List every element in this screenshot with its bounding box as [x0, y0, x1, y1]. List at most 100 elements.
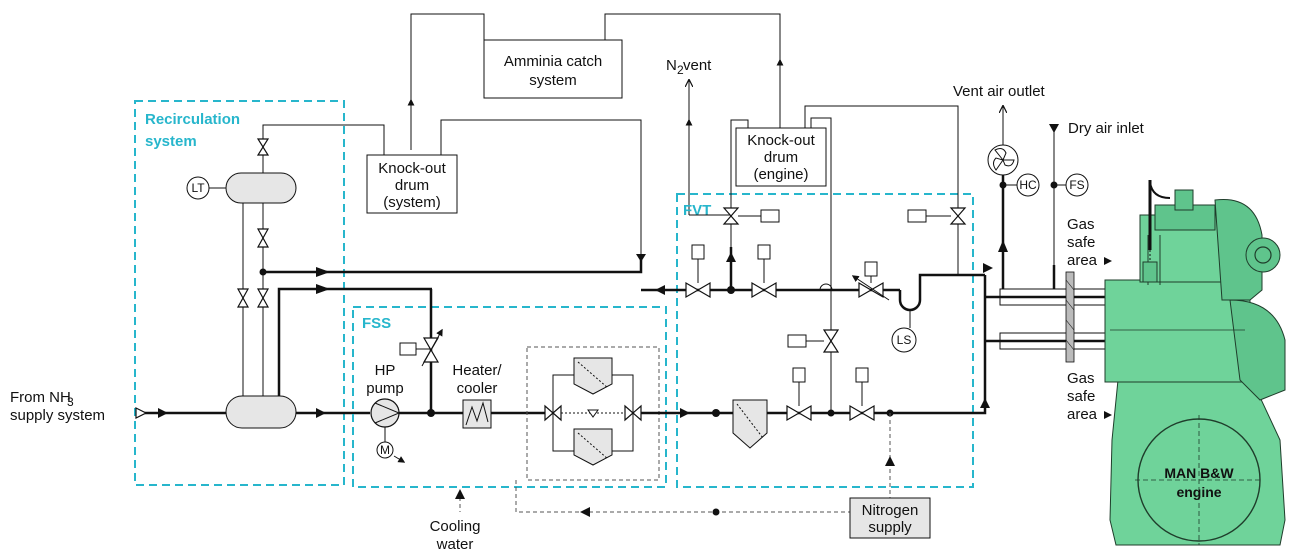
tank-valve-upper-icon: [256, 228, 270, 248]
flow-arrow-icon: [316, 284, 330, 294]
fvt-control-valve-icon: [851, 261, 890, 301]
flow-arrow-icon: [655, 285, 665, 295]
nitrogen-arrow-icon: [580, 507, 590, 517]
knockout-system-label-1: Knock-out: [378, 160, 446, 177]
n2-vent-label-sub: 2: [677, 63, 684, 77]
hc-sensor: [1016, 173, 1040, 197]
nitrogen-line-left: [515, 480, 850, 513]
motor-label: M: [380, 443, 390, 457]
engine-label-2: engine: [1176, 484, 1221, 500]
fvt-label: FVT: [683, 202, 711, 219]
heater-cooler-label-2: cooler: [457, 380, 498, 397]
nitrogen-label-2: supply: [868, 519, 912, 536]
from-nh3-label-2: supply system: [10, 407, 105, 424]
lt-label: LT: [191, 181, 205, 195]
fvt-vent-left: [730, 119, 749, 290]
fvt-valve-low-1-icon: [786, 367, 812, 422]
n2-vent-label-n: N: [666, 57, 677, 74]
knockout-engine-label-2: drum: [764, 149, 798, 166]
heat-exchanger-icon: [462, 399, 492, 429]
fvt-valve-vertical-icon: [787, 329, 840, 353]
knockout-drum-engine: Knock-out drum (engine): [735, 127, 827, 187]
dry-air-inlet-label: Dry air inlet: [1068, 120, 1145, 137]
nitrogen-label-1: Nitrogen: [862, 502, 919, 519]
cooling-arrow-icon: [455, 489, 465, 499]
ls-label: LS: [897, 333, 912, 347]
gas-safe-2-arrow-icon: [1104, 411, 1112, 419]
vent-air-outlet-label: Vent air outlet: [953, 83, 1046, 100]
flow-arrow-icon: [680, 408, 690, 418]
check-valve-icon: [135, 407, 148, 419]
vent-fan-icon: [987, 144, 1019, 176]
gas-safe-2-line-1: Gas: [1067, 370, 1095, 387]
fs-sensor: [1065, 173, 1089, 197]
tank-vent-line: [262, 124, 385, 175]
engine-vent-valve-icon: [907, 207, 967, 225]
ammonia-catch-label-2: system: [529, 72, 577, 89]
hc-label: HC: [1019, 178, 1037, 192]
flow-arrow-icon: [726, 252, 736, 262]
fvt-filter-icon: [732, 399, 768, 449]
fvt-vent-mid: [810, 117, 832, 300]
tank-vent-valve-icon: [256, 138, 270, 156]
recirculation-label-1: Recirculation: [145, 111, 240, 128]
knockout-engine-label-3: (engine): [753, 166, 808, 183]
flow-arrow-icon: [158, 408, 168, 418]
motor-icon: [376, 441, 394, 459]
nitrogen-supply: Nitrogen supply: [849, 497, 931, 539]
flow-arrow-icon: [998, 240, 1008, 252]
knockout-system-line: [440, 119, 642, 260]
gas-safe-1-line-2: safe: [1067, 234, 1095, 251]
filter-icon: [573, 428, 613, 466]
level-switch: LS: [891, 273, 985, 353]
dry-air-arrow-icon: [1049, 124, 1059, 133]
hp-pump-label-2: pump: [366, 380, 404, 397]
gas-safe-2-line-3: area: [1067, 406, 1098, 423]
catch-system-lines: [407, 13, 784, 150]
engine-label-1: MAN B&W: [1164, 465, 1234, 481]
fvt-valve-mid-icon: [751, 244, 777, 299]
junction: [712, 508, 720, 516]
filter-icon: [573, 357, 613, 395]
flow-arrow-icon: [316, 408, 326, 418]
knockout-engine-label-1: Knock-out: [747, 132, 815, 149]
fss-box: [352, 306, 667, 488]
recirculation-label-2: system: [145, 133, 197, 150]
knockout-drum-system: Knock-out drum (system): [366, 154, 458, 214]
hp-pump: HP pump M: [366, 362, 406, 463]
fvt-vent-right: [804, 105, 959, 275]
pipe-crossing: [819, 283, 833, 291]
from-nh3-label-sub: 3: [67, 395, 74, 409]
knockout-system-label-3: (system): [383, 194, 441, 211]
fvt-box: [676, 193, 974, 488]
cooling-water-label-2: water: [436, 536, 474, 553]
ammonia-catch-system: Amminia catch system: [483, 39, 623, 99]
fs-label: FS: [1069, 178, 1084, 192]
man-bw-engine: MAN B&W engine: [1104, 180, 1286, 546]
return-line-lower: [277, 287, 432, 396]
fss-label: FSS: [362, 315, 391, 332]
return-line-upper: [263, 260, 643, 274]
flow-arrow-icon: [983, 263, 993, 273]
level-tank-upper: LT: [186, 172, 297, 204]
n2-vent: N 2 vent: [666, 57, 712, 215]
junction: [727, 286, 735, 294]
flow-arrow-icon: [316, 267, 330, 277]
nitrogen-arrow-up-icon: [885, 456, 895, 466]
level-tank-lower: [225, 395, 297, 429]
fvt-valve-left-icon: [685, 244, 711, 299]
pressure-control-valve-icon: [399, 328, 443, 367]
n2-vent-valve-icon: [689, 207, 780, 225]
flow-arrow-icon: [636, 254, 646, 262]
junction: [712, 409, 720, 417]
gas-safe-2-line-2: safe: [1067, 388, 1095, 405]
knockout-system-label-2: drum: [395, 177, 429, 194]
recirculation-system-box: [134, 100, 345, 486]
gas-safe-1-line-1: Gas: [1067, 216, 1095, 233]
gas-safe-1-line-3: area: [1067, 252, 1098, 269]
n2-vent-label-rest: vent: [683, 57, 712, 74]
ammonia-catch-label-1: Amminia catch: [504, 53, 602, 70]
heater-cooler-label-1: Heater/: [452, 362, 502, 379]
filter-unit: [544, 357, 642, 466]
tank-valve-left-icon: [236, 288, 250, 308]
